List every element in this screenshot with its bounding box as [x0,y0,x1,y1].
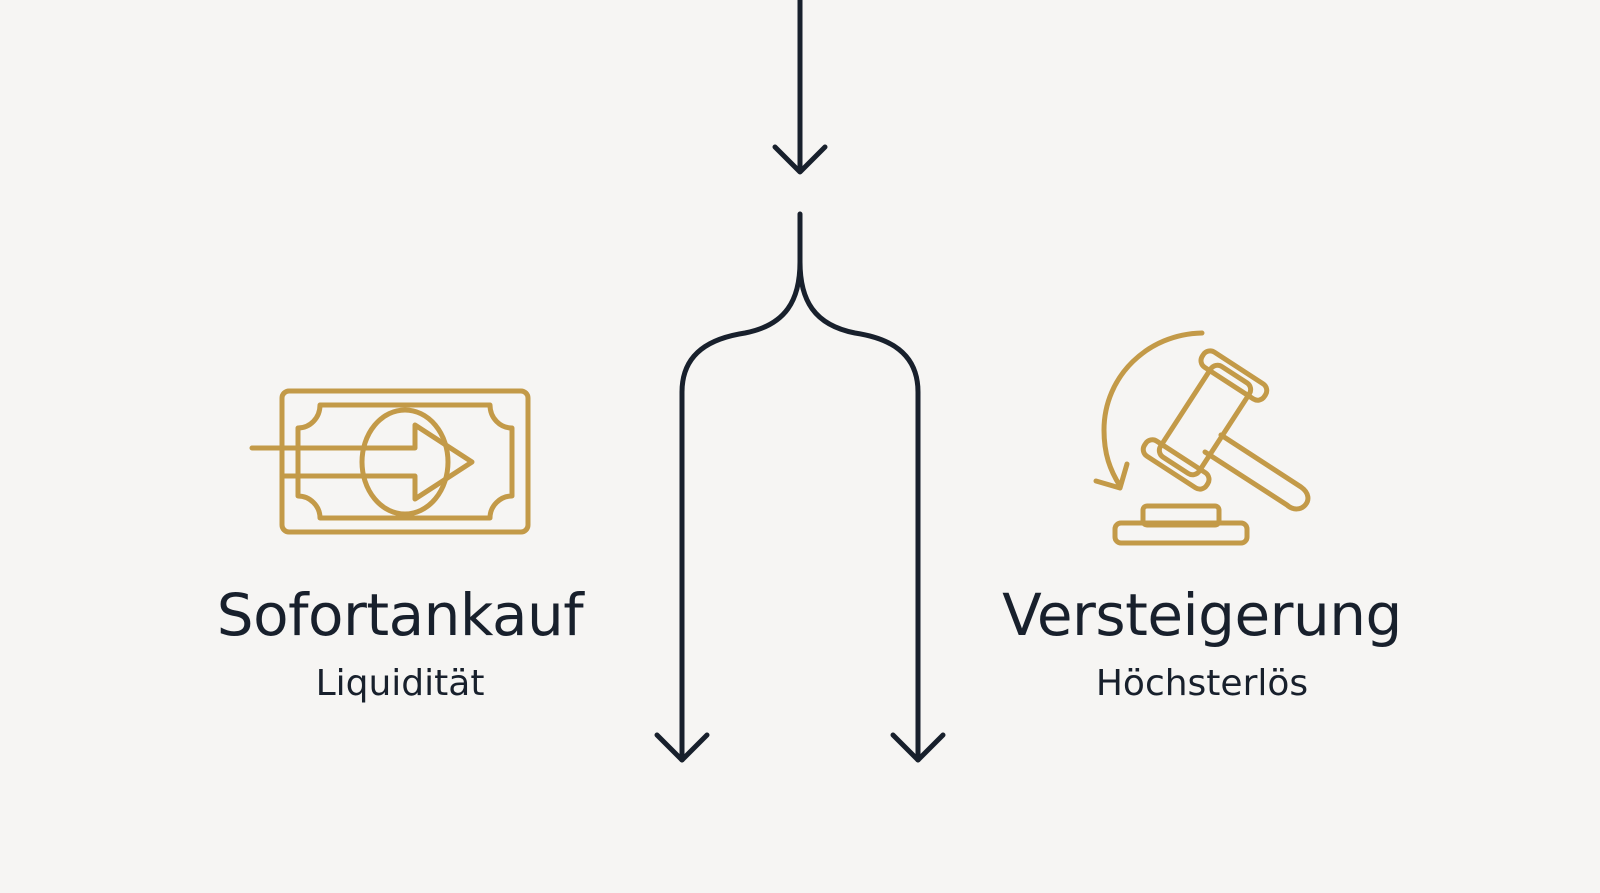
incoming-arrow [772,0,828,175]
option-title-versteigerung: Versteigerung [1002,581,1402,649]
option-subtitle-hoechsterloes: Höchsterlös [1095,663,1309,704]
right-arrow-head [890,732,946,763]
option-title-sofortankauf: Sofortankauf [216,581,584,649]
banknote-arrow-icon [249,388,531,535]
split-connector [679,211,921,763]
left-arrow-head [654,732,710,763]
auction-gavel-icon [1093,330,1311,546]
option-subtitle-liquiditaet: Liquidität [315,663,485,704]
